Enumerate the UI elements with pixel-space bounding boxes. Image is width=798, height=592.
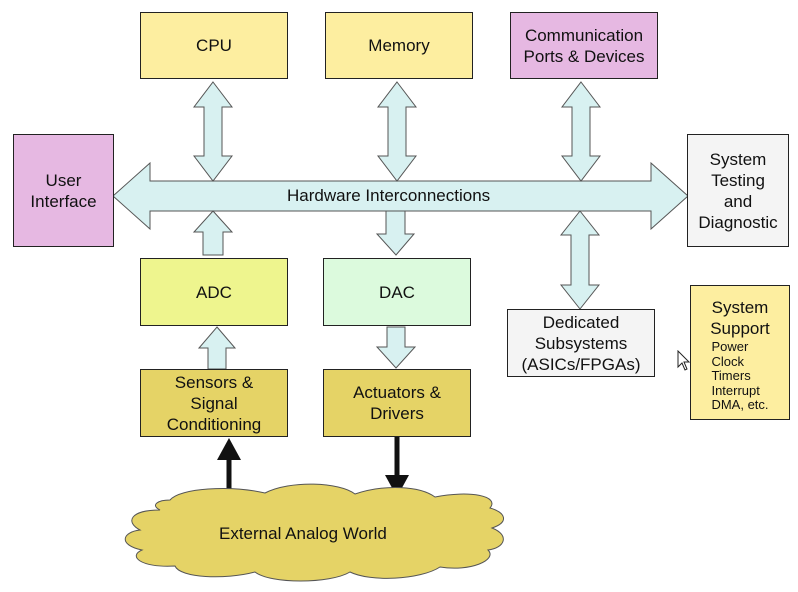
support-items-list: Power Clock Timers Interrupt DMA, etc. — [711, 339, 769, 413]
user-interface-label-line-2: Interface — [30, 191, 97, 211]
cpu-block: CPU — [140, 12, 288, 79]
user-interface-label-line-1: User — [45, 170, 82, 190]
support-title-line-2: Support — [710, 319, 770, 338]
dedicated-label-line-3: (ASICs/FPGAs) — [521, 354, 641, 374]
memory-block: Memory — [325, 12, 473, 79]
bus-label: Hardware Interconnections — [287, 186, 491, 205]
communication-ports-block: Communication Ports & Devices — [510, 12, 658, 79]
cpu-bus-arrow — [192, 81, 234, 182]
sensors-label-line-2: Signal — [190, 393, 238, 413]
dac-block: DAC — [323, 258, 471, 326]
external-world-label: External Analog World — [219, 524, 387, 543]
sensors-adc-arrow — [197, 326, 237, 370]
actuators-to-external-arrowhead — [385, 475, 409, 497]
memory-label: Memory — [368, 36, 430, 55]
dedicated-bus-arrow — [559, 210, 601, 310]
support-title-line-1: System — [711, 298, 769, 317]
testing-label-line-2: Testing — [711, 170, 765, 190]
sensors-label-line-1: Sensors & — [174, 372, 254, 392]
support-item: Interrupt — [711, 382, 760, 398]
adc-block: ADC — [140, 258, 288, 326]
bus-dac-arrow — [375, 210, 416, 256]
comm-label-line-2: Ports & Devices — [523, 46, 645, 66]
dedicated-label-line-2: Subsystems — [534, 333, 628, 353]
adc-bus-arrow — [192, 210, 234, 256]
comm-label-line-1: Communication — [524, 25, 644, 45]
actuators-label-line-2: Drivers — [370, 404, 424, 423]
actuators-block: Actuators & Drivers — [323, 369, 471, 437]
dac-label: DAC — [379, 282, 415, 302]
mouse-pointer-icon — [677, 350, 691, 371]
comm-bus-arrow — [560, 81, 602, 182]
actuators-label-line-1: Actuators & — [353, 383, 441, 402]
dac-actuators-arrow — [375, 326, 417, 369]
testing-label-line-1: System — [709, 149, 767, 169]
support-item: Clock — [711, 353, 744, 369]
cpu-label: CPU — [196, 36, 232, 55]
support-item: DMA, etc. — [711, 397, 769, 412]
sensors-label-line-3: Conditioning — [166, 414, 262, 434]
external-to-sensors-arrowhead — [217, 438, 241, 460]
user-interface-block: User Interface — [13, 134, 114, 247]
support-item: Timers — [711, 368, 751, 383]
testing-label-line-4: Diagnostic — [698, 212, 778, 232]
system-support-block: System Support Power Clock Timers Interr… — [690, 285, 790, 420]
sensors-block: Sensors & Signal Conditioning — [140, 369, 288, 437]
system-testing-block: System Testing and Diagnostic — [687, 134, 789, 247]
dedicated-label-line-1: Dedicated — [542, 312, 620, 332]
adc-label: ADC — [196, 282, 232, 302]
external-world-cloud — [124, 483, 504, 582]
memory-bus-arrow — [376, 81, 418, 182]
support-item: Power — [711, 339, 749, 354]
testing-label-line-3: and — [723, 191, 753, 211]
dedicated-subsystems-block: Dedicated Subsystems (ASICs/FPGAs) — [507, 309, 655, 377]
